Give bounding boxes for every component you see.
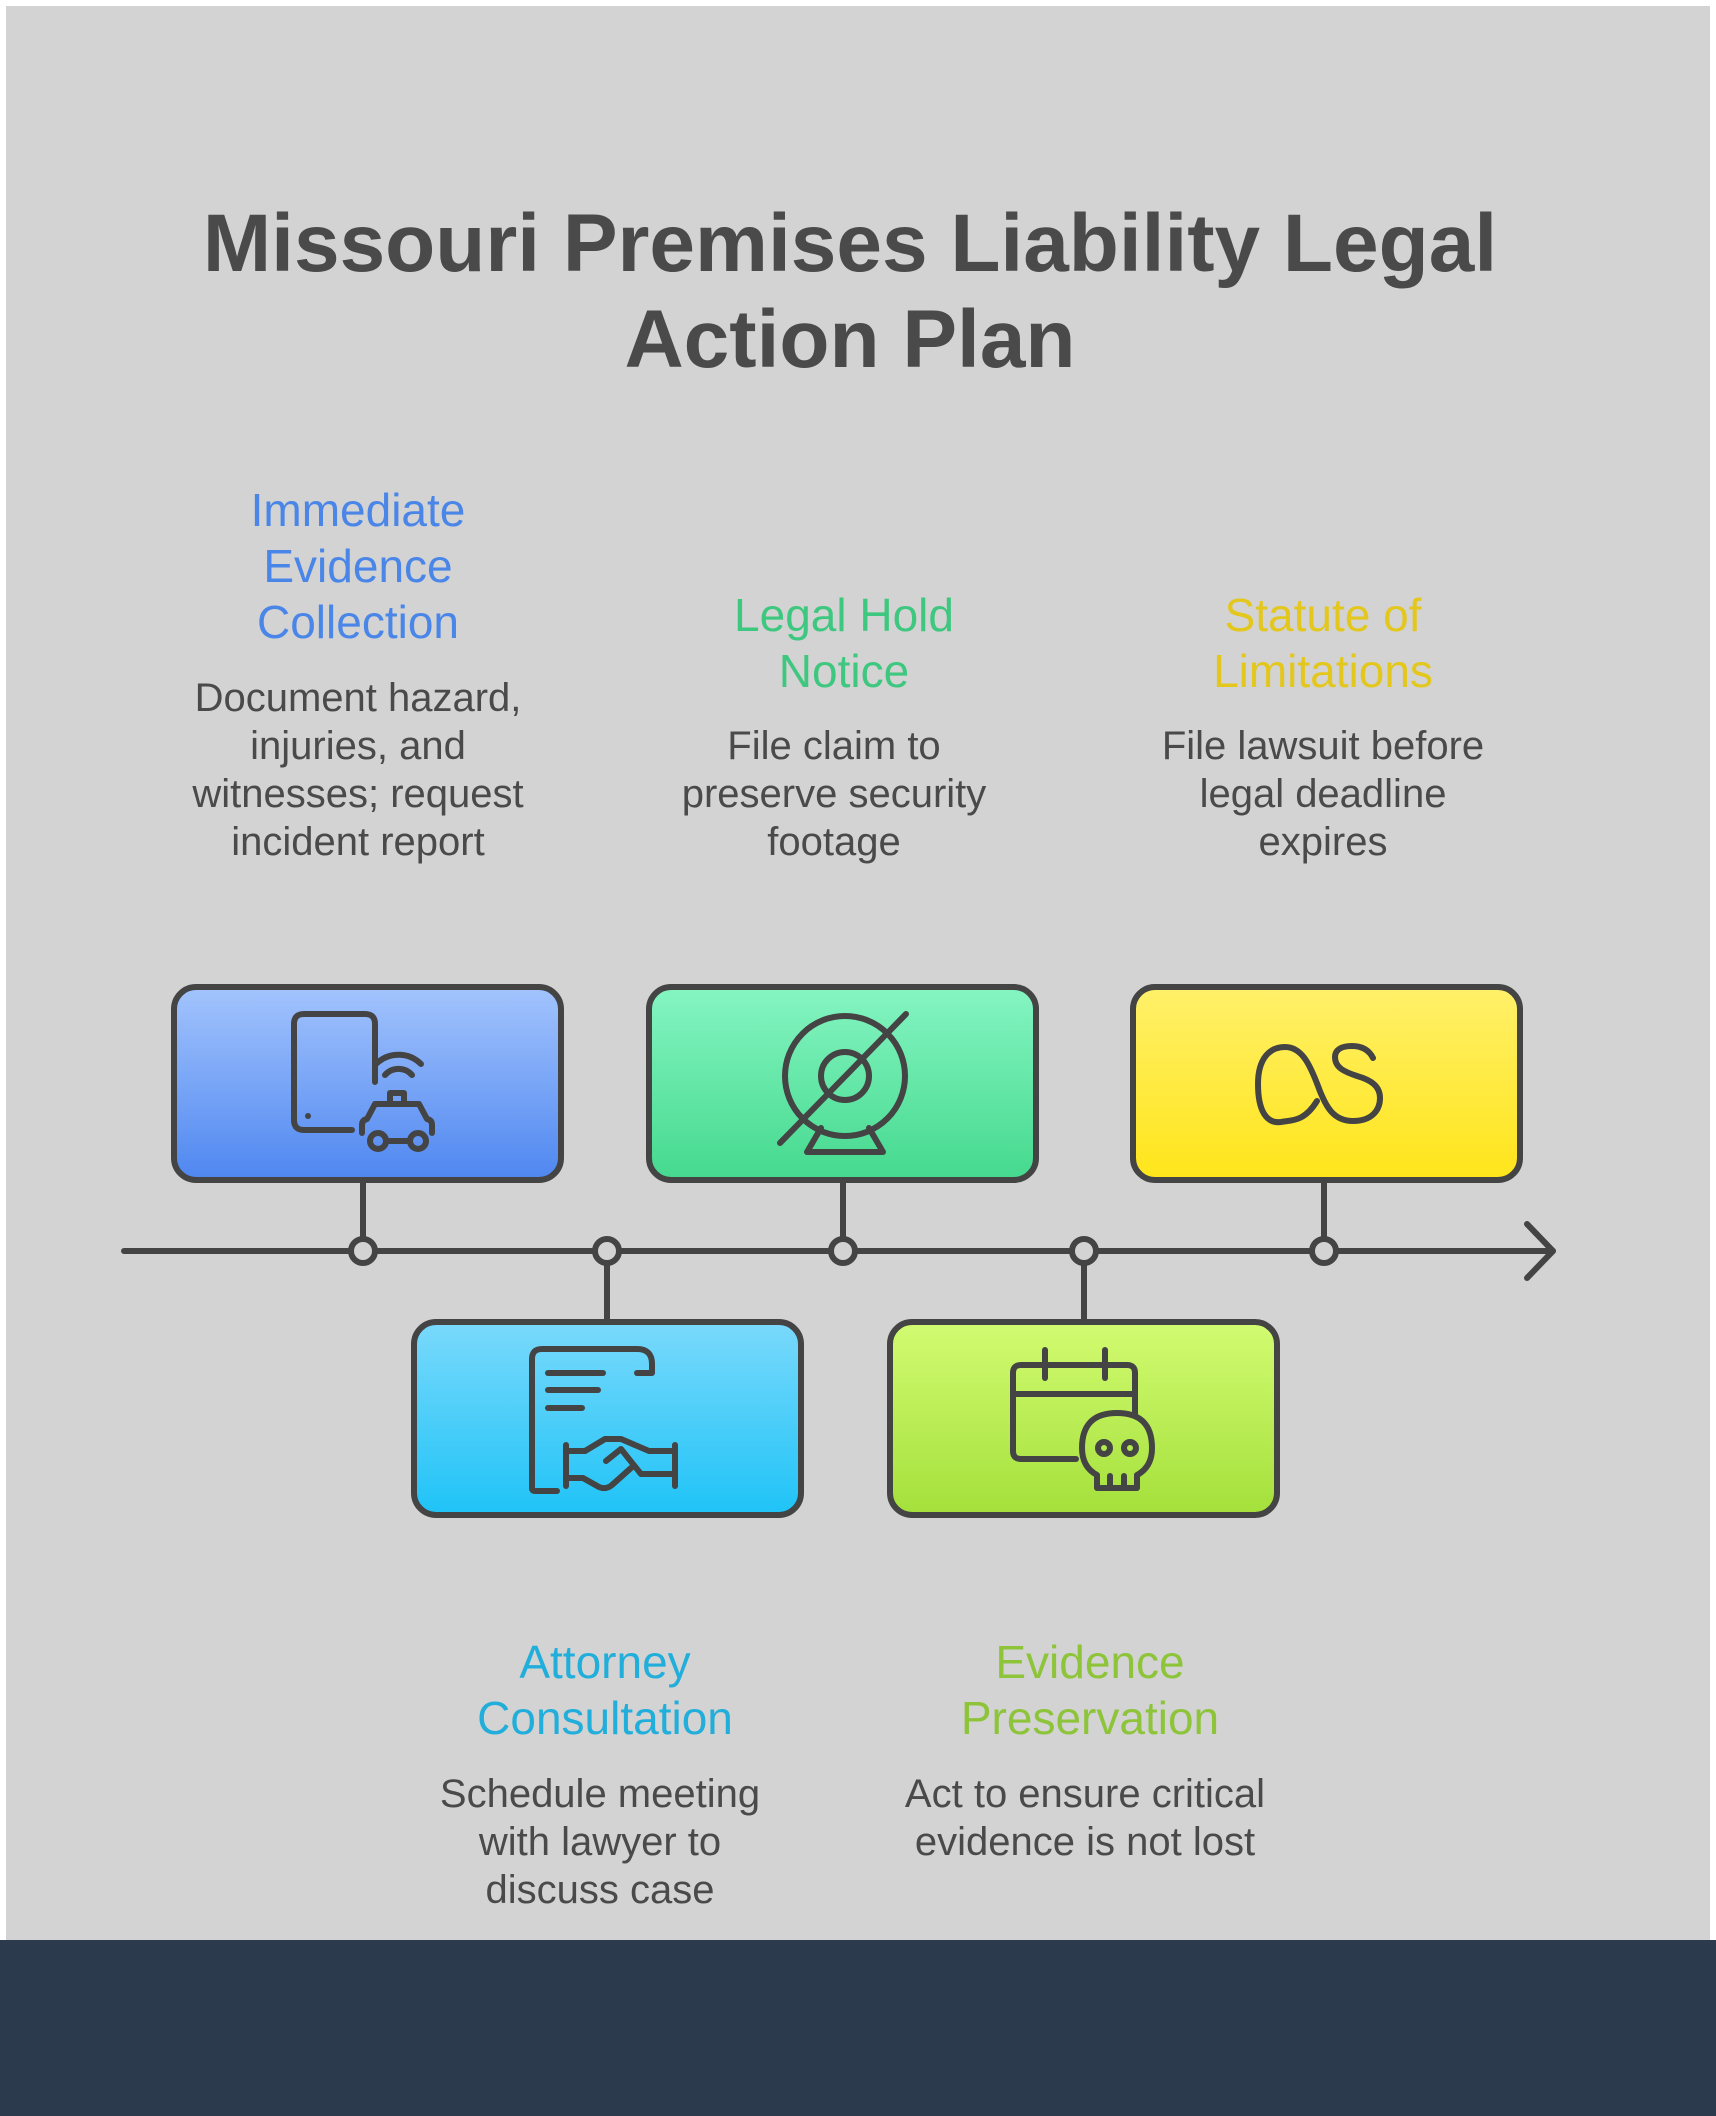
step-box-immediate-evidence-collection — [171, 984, 564, 1183]
lastfm-icon — [1255, 1043, 1383, 1126]
step-title-statute-of-limitations: Statute of Limitations — [1213, 589, 1433, 697]
arrow-head-icon — [1524, 1221, 1556, 1281]
step-title-attorney-consultation: Attorney Consultation — [477, 1636, 733, 1744]
timeline-markers — [348, 1236, 1339, 1266]
step-title-evidence-preservation: Evidence Preservation — [960, 1636, 1220, 1744]
timeline-marker — [592, 1236, 622, 1266]
phone-car-wifi-icon — [291, 1011, 435, 1152]
contract-handshake-icon — [529, 1346, 678, 1494]
timeline-marker — [828, 1236, 858, 1266]
calendar-skull-icon — [1010, 1347, 1155, 1491]
step-box-evidence-preservation — [887, 1319, 1280, 1518]
step-box-statute-of-limitations — [1130, 984, 1523, 1183]
timeline-marker — [348, 1236, 378, 1266]
canvas-background — [6, 6, 1710, 1942]
step-title-immediate-evidence-collection: Immediate Evidence Collection — [250, 484, 466, 648]
step-description-legal-hold-notice: File claim to preserve security footage — [681, 724, 987, 864]
footer-bar — [0, 1940, 1716, 2116]
timeline-marker — [1309, 1236, 1339, 1266]
page-title: Missouri Premises Liability Legal Action… — [202, 198, 1498, 385]
step-box-legal-hold-notice — [646, 984, 1039, 1183]
step-box-attorney-consultation — [411, 1319, 804, 1518]
timeline-marker — [1069, 1236, 1099, 1266]
step-description-immediate-evidence-collection: Document hazard, injuries, and witnesses… — [192, 676, 524, 864]
step-description-attorney-consultation: Schedule meeting with lawyer to discuss … — [439, 1772, 761, 1912]
step-description-statute-of-limitations: File lawsuit before legal deadline expir… — [1161, 724, 1485, 864]
timeline-connectors — [360, 1180, 1327, 1322]
webcam-off-icon — [777, 1011, 909, 1155]
step-description-evidence-preservation: Act to ensure critical evidence is not l… — [904, 1772, 1266, 1864]
step-title-legal-hold-notice: Legal Hold Notice — [734, 589, 954, 697]
